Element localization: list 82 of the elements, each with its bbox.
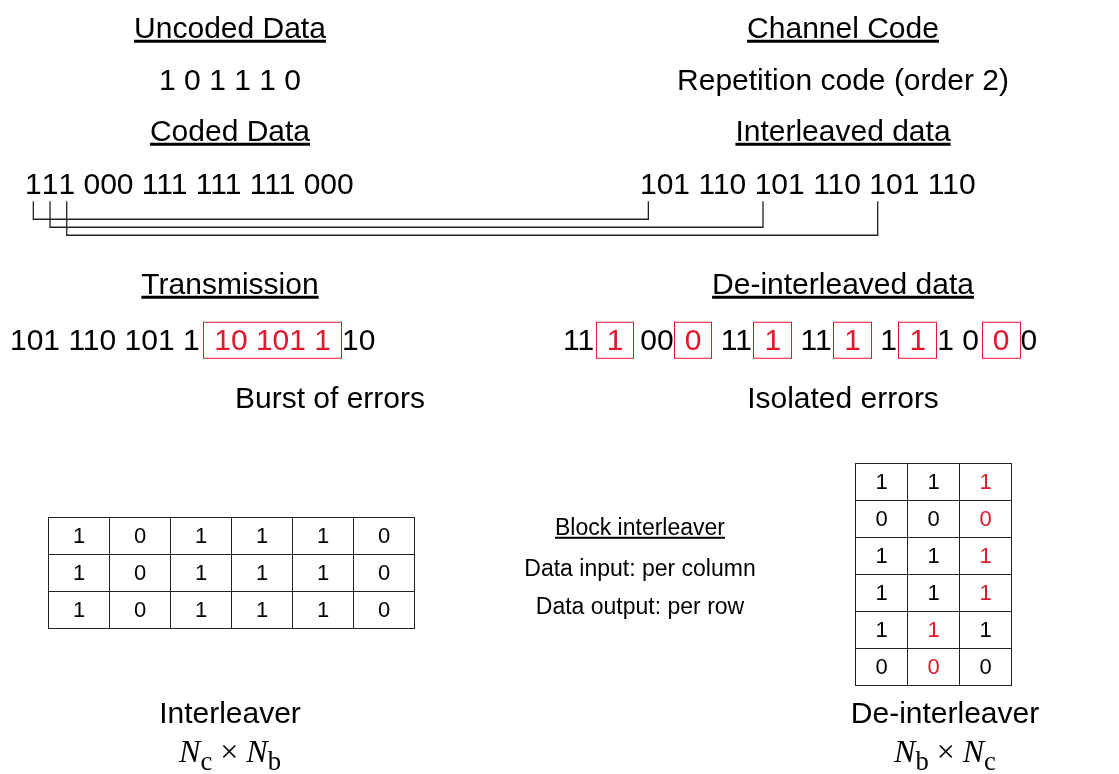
table-cell: 0	[959, 648, 1012, 686]
caption-text: Isolated errors	[747, 380, 939, 416]
table-cell: 1	[959, 537, 1012, 575]
bit-sequence: 11	[563, 322, 595, 358]
error-box: 1	[898, 321, 938, 359]
table-cell: 1	[170, 554, 232, 592]
table-cell: 1	[855, 611, 908, 649]
table-cell: 1	[855, 463, 908, 501]
section-heading: Uncoded Data	[134, 10, 326, 46]
table-title: Interleaver	[159, 695, 301, 731]
table-cell: 0	[353, 554, 415, 592]
table-cell: 1	[907, 537, 960, 575]
connector-line	[66, 200, 879, 236]
error-box: 10 101 1	[203, 321, 342, 359]
table-cell: 0	[109, 554, 171, 592]
table-cell: 1	[855, 574, 908, 612]
bit-sequence: 10	[342, 322, 376, 358]
table-cell: 0	[109, 591, 171, 629]
table-cell: 1	[170, 517, 232, 555]
table-cell: 1	[907, 611, 960, 649]
table-cell: 1	[231, 517, 293, 555]
table-cell: 1	[959, 611, 1012, 649]
bit-sequence: 000 111 111 111 000	[83, 166, 354, 202]
table-cell: 0	[907, 500, 960, 538]
table-title: De-interleaver	[850, 695, 1040, 731]
table-cell: 0	[855, 648, 908, 686]
bit-sequence: 101 110 101 1	[10, 322, 200, 358]
table-cell: 0	[959, 500, 1012, 538]
table-cell: 1	[48, 517, 110, 555]
dimension-formula: N$_{b}$ × N$_{c}$	[894, 733, 996, 774]
note-text: Data input: per column	[524, 554, 756, 582]
error-box: 0	[981, 321, 1021, 359]
section-heading: De-interleaved data	[712, 266, 974, 302]
table-cell: 1	[231, 591, 293, 629]
table-cell: 0	[907, 648, 960, 686]
table-cell: 1	[48, 554, 110, 592]
table-cell: 1	[292, 517, 354, 555]
bit-group: 1	[25, 166, 42, 202]
bit-sequence: 110	[813, 166, 861, 202]
connector-line	[49, 200, 764, 228]
table-cell: 1	[292, 554, 354, 592]
error-box: 1	[753, 321, 793, 359]
bit-sequence: 110	[698, 166, 747, 202]
bit-group: 1	[58, 166, 76, 202]
table-cell: 0	[109, 517, 171, 555]
bit-sequence: 00	[640, 322, 674, 358]
bit-sequence: 1 0	[937, 322, 979, 358]
bit-sequence: 1	[880, 322, 897, 358]
connector-line	[32, 200, 649, 220]
caption-text: Burst of errors	[234, 380, 426, 416]
bit-group: 101	[869, 166, 920, 202]
table-cell: 1	[170, 591, 232, 629]
section-heading: Channel Code	[747, 10, 939, 46]
error-box: 0	[673, 321, 713, 359]
table-cell: 1	[855, 537, 908, 575]
table-cell: 1	[907, 574, 960, 612]
table-cell: 1	[959, 574, 1012, 612]
bit-group: 101	[754, 166, 805, 202]
table-cell: 1	[231, 554, 293, 592]
section-heading: Coded Data	[149, 113, 311, 149]
section-heading: Interleaved data	[735, 113, 951, 149]
note-heading: Block interleaver	[555, 513, 725, 541]
bit-sequence: 11	[800, 322, 832, 358]
table-cell: 1	[292, 591, 354, 629]
table-cell: 0	[353, 591, 415, 629]
section-heading: Transmission	[141, 266, 319, 302]
table-cell: 1	[48, 591, 110, 629]
bit-group: 101	[640, 166, 691, 202]
dimension-formula: N$_{c}$ × N$_{b}$	[179, 733, 281, 774]
bit-sequence: 110	[927, 166, 976, 202]
table-cell: 1	[907, 463, 960, 501]
table-cell: 0	[855, 500, 908, 538]
table-cell: 1	[959, 463, 1012, 501]
table-cell: 0	[353, 517, 415, 555]
bit-sequence: 11	[720, 322, 752, 358]
bit-sequence: 0	[1020, 322, 1038, 358]
error-box: 1	[833, 321, 872, 359]
error-box: 1	[595, 321, 635, 359]
code-description: Repetition code (order 2)	[677, 62, 1009, 98]
bit-sequence: 1 0 1 1 1 0	[159, 62, 301, 98]
bit-group: 1	[41, 166, 59, 202]
note-text: Data output: per row	[535, 592, 745, 620]
